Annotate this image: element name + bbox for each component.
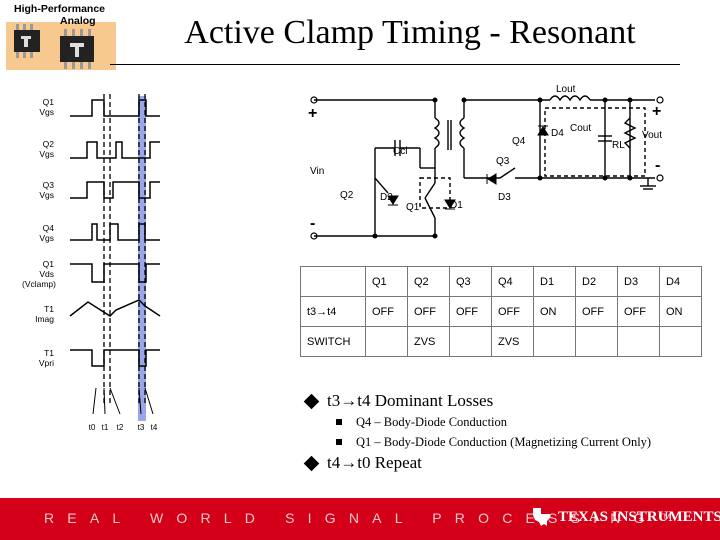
signal-q1vgs-l2: Vgs [39,107,54,117]
bullet-item: t3→t4 Dominant Losses [303,390,651,412]
signal-q1vds-l1: Q1 [43,259,55,269]
highlight-band [138,96,146,421]
signal-q4vgs-l2: Vgs [39,233,54,243]
table-header-row: Q1 Q2 Q3 Q4 D1 D2 D3 D4 [300,266,702,297]
signal-q1vds-l3: (Vclamp) [22,279,56,289]
bullet-text: t3→t4 Dominant Losses [327,391,494,410]
label-d1: D1 [450,200,463,211]
table-cell: OFF [407,296,450,327]
table-cell: OFF [617,296,660,327]
table-cell: ON [659,296,702,327]
diamond-bullet-icon [303,455,320,471]
time-label-t3: t3 [138,423,145,432]
table-cell [533,326,576,357]
label-d3: D3 [498,192,511,203]
label-q3: Q3 [496,156,510,167]
table-cell: OFF [449,296,492,327]
signal-q3vgs-l2: Vgs [39,190,54,200]
table-header-cell [300,266,366,297]
label-d4: D4 [551,128,564,139]
label-d2: D2 [380,192,393,203]
label-vout: Vout [642,130,662,141]
logo-line-1: High-Performance [14,3,106,15]
table-header-cell: Q4 [491,266,534,297]
signal-q2vgs-l1: Q2 [43,139,55,149]
table-cell: ZVS [491,326,534,357]
table-header-cell: Q1 [365,266,408,297]
signal-q1vgs-l1: Q1 [43,97,55,107]
label-cout: Cout [570,123,591,134]
table-cell: t3→t4 [300,296,366,327]
label-q1: Q1 [406,202,420,213]
label-q4: Q4 [512,136,526,147]
signal-t1vpri-l2: Vpri [39,358,54,368]
label-ccl: Ccl [393,146,407,157]
table-row: SWITCH ZVS ZVS [300,326,702,357]
footer-bar: REAL WORLD SIGNAL PROCESSING™ TEXAS INST… [0,498,720,540]
signal-q1vds-l2: Vds [39,269,54,279]
label-q2: Q2 [340,190,354,201]
label-rl: RL [612,140,625,151]
table-cell: SWITCH [300,326,366,357]
bullet-list: t3→t4 Dominant Losses Q4 – Body-Diode Co… [303,390,651,474]
bullet-item: t4→t0 Repeat [303,452,651,474]
signal-t1imag-l2: Imag [35,314,54,324]
company-logo: High-Performance Analog [0,0,122,72]
sub-bullet-text: Q4 – Body-Diode Conduction [356,414,508,429]
bullet-text: t4→t0 Repeat [327,453,422,472]
diamond-bullet-icon [303,393,320,409]
label-minus-out: - [655,157,660,174]
table-cell: OFF [365,296,408,327]
label-minus-in: - [310,215,315,232]
table-cell [617,326,660,357]
table-cell: ZVS [407,326,450,357]
table-cell: OFF [491,296,534,327]
table-header-cell: D4 [659,266,702,297]
table-cell [365,326,408,357]
signal-t1vpri-l1: T1 [44,348,54,358]
footer-tagline: REAL WORLD SIGNAL PROCESSING™ [44,510,685,526]
table-cell [659,326,702,357]
title-divider [110,64,680,65]
table-cell: OFF [575,296,618,327]
label-vin: Vin [310,166,324,177]
ti-brand: TEXAS INSTRUMENTS [530,506,720,528]
table-header-cell: D2 [575,266,618,297]
time-label-t1: t1 [102,423,109,432]
sub-bullet-item: Q1 – Body-Diode Conduction (Magnetizing … [336,432,651,452]
table-header-cell: Q3 [449,266,492,297]
timing-diagram: Q1 Vgs Q2 Vgs Q3 Vgs Q4 Vgs Q1 Vds (Vcla… [22,94,161,432]
sub-bullet-text: Q1 – Body-Diode Conduction (Magnetizing … [356,434,652,449]
circuit-schematic: Lout Cout RL Vout Ccl Vin Q2 D2 Q1 D1 Q3… [308,84,664,240]
table-row: t3→t4 OFF OFF OFF OFF ON OFF OFF ON [300,296,702,327]
sub-bullet-item: Q4 – Body-Diode Conduction [336,412,651,432]
time-label-t4: t4 [151,423,158,432]
table-cell: ON [533,296,576,327]
signal-t1imag-l1: T1 [44,304,54,314]
table-cell [449,326,492,357]
label-lout: Lout [556,84,576,95]
square-bullet-icon [336,419,342,425]
logo-line-2: Analog [60,15,96,27]
table-cell [575,326,618,357]
label-plus-in: + [308,105,317,122]
texas-state-logo-icon [533,508,550,526]
signal-q2vgs-l2: Vgs [39,149,54,159]
table-header-cell: Q2 [407,266,450,297]
label-plus-out: + [652,103,661,120]
table-header-cell: D3 [617,266,660,297]
chip-icon [6,22,116,70]
table-header-cell: D1 [533,266,576,297]
switch-state-table: Q1 Q2 Q3 Q4 D1 D2 D3 D4 t3→t4 OFF OFF OF… [300,266,702,357]
signal-q4vgs-l1: Q4 [43,223,55,233]
slide-title: Active Clamp Timing - Resonant [184,14,636,51]
time-label-t0: t0 [89,423,96,432]
time-label-t2: t2 [117,423,124,432]
signal-q3vgs-l1: Q3 [43,180,55,190]
square-bullet-icon [336,439,342,445]
company-name: TEXAS INSTRUMENTS [558,508,720,525]
